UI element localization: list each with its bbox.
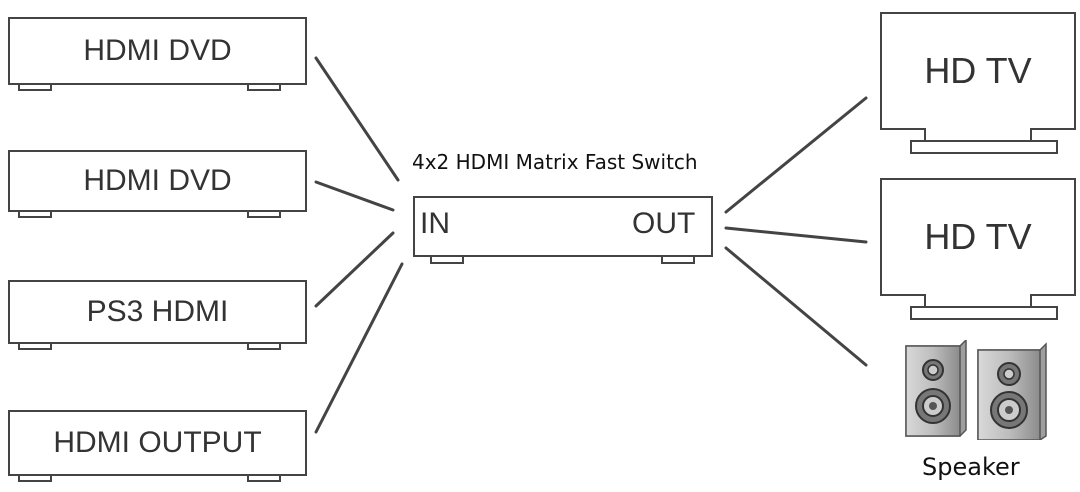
wire-source-2: [314, 180, 395, 212]
hd-tv-2-stand-base: [910, 306, 1058, 320]
hd-tv-2-label: HD TV: [924, 216, 1032, 257]
wire-tv-2: [724, 226, 868, 244]
speaker-icon: [905, 340, 1047, 440]
source-device-2-foot-left: [18, 212, 52, 218]
source-device-4: [8, 410, 307, 476]
hd-tv-2: [880, 178, 1076, 296]
source-device-1-foot-left: [18, 85, 52, 91]
speaker-label: Speaker: [922, 453, 1020, 481]
wire-speaker: [724, 246, 868, 367]
wire-source-4: [314, 262, 404, 434]
hd-tv-1: [880, 12, 1076, 130]
wire-tv-1: [724, 96, 868, 214]
matrix-switch-foot-left: [430, 257, 464, 264]
switch-in-label: IN: [420, 207, 450, 240]
matrix-switch: [413, 196, 713, 257]
source-device-3-foot-right: [247, 344, 281, 350]
wire-source-3: [314, 231, 395, 308]
source-device-4-label: HDMI OUTPUT: [53, 426, 262, 459]
source-device-1-label: HDMI DVD: [83, 34, 232, 67]
switch-out-label: OUT: [632, 207, 696, 240]
source-device-1: [8, 17, 307, 85]
source-device-4-foot-left: [18, 476, 52, 482]
hd-tv-1-stand-base: [910, 140, 1058, 154]
source-device-2-foot-right: [247, 212, 281, 218]
source-device-2: [8, 150, 307, 212]
source-device-1-foot-right: [247, 85, 281, 91]
matrix-switch-foot-right: [661, 257, 695, 264]
source-device-4-foot-right: [247, 476, 281, 482]
source-device-3-label: PS3 HDMI: [86, 295, 229, 328]
switch-title: 4x2 HDMI Matrix Fast Switch: [412, 150, 698, 174]
source-device-3-foot-left: [18, 344, 52, 350]
wire-source-1: [314, 56, 400, 182]
hd-tv-1-label: HD TV: [924, 50, 1032, 91]
source-device-2-label: HDMI DVD: [83, 164, 232, 197]
source-device-3: [8, 280, 307, 344]
